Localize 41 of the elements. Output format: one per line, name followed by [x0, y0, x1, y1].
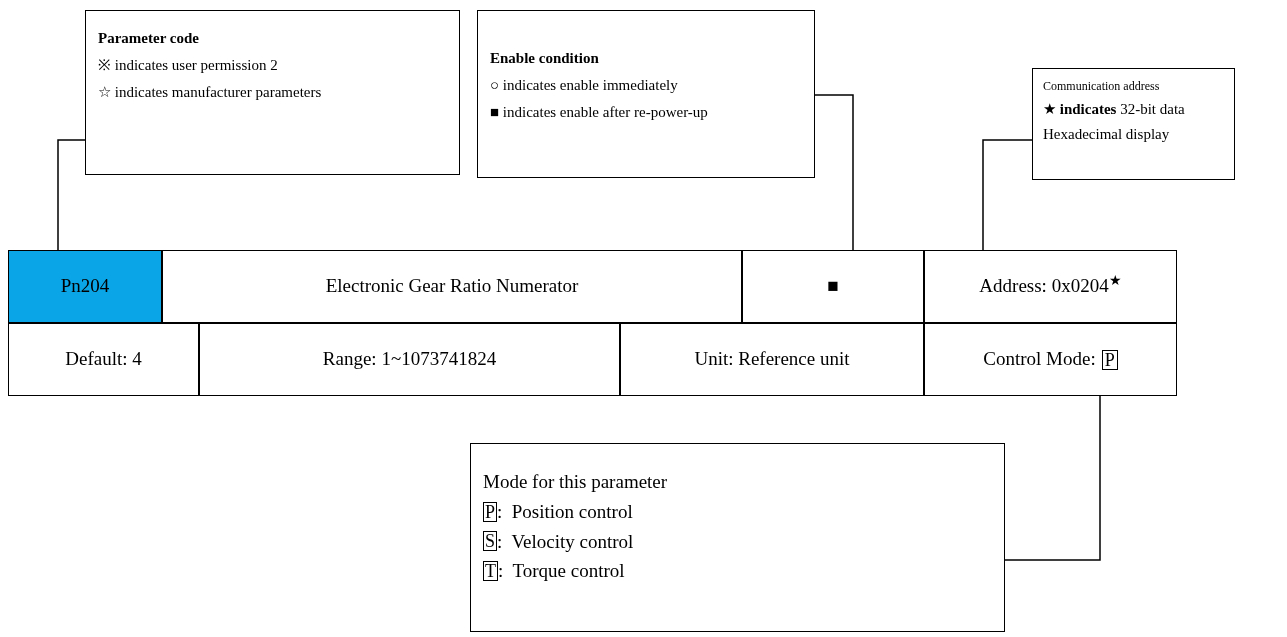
table-cell	[162, 250, 742, 323]
boxed-letter: T	[483, 561, 498, 582]
table-cell	[8, 250, 162, 323]
leader-line	[57, 139, 86, 251]
list-text: : Velocity control	[497, 529, 634, 554]
cell-text: Control Mode:	[983, 347, 1096, 372]
cell-text: Default: 4	[65, 347, 142, 372]
legend-box	[1032, 68, 1235, 180]
cell-text: Pn204	[60, 274, 110, 299]
cell-text: Unit: Reference unit	[694, 347, 850, 372]
heading-text: Enable condition	[490, 49, 600, 68]
table-cell	[924, 323, 1177, 396]
table-cell	[620, 323, 924, 396]
legend-text: ☆ indicates manufacturer parameters	[98, 82, 323, 102]
legend-text: Hexadecimal display	[1043, 124, 1171, 144]
heading-text: Parameter code	[98, 29, 200, 48]
leader-line	[814, 94, 854, 251]
table-cell	[742, 250, 924, 323]
list-text: : Position control	[497, 499, 633, 524]
cell-text: Address: 0x0204$^{★}$	[979, 272, 1122, 299]
list-text: : Torque control	[498, 559, 625, 583]
legend-text: ○ indicates enable immediately	[490, 75, 679, 95]
leader-line	[982, 139, 1033, 251]
legend-box	[85, 10, 460, 175]
cell-text: ■	[827, 274, 839, 299]
legend-text: ★ indicates 32-bit data	[1043, 100, 1186, 119]
legend-text: ■ indicates enable after re-power-up	[490, 102, 709, 122]
table-cell	[199, 323, 620, 396]
boxed-letter: P	[1101, 349, 1118, 370]
boxed-letter: P	[483, 501, 497, 522]
legend-box	[470, 443, 1005, 632]
cell-text: Electronic Gear Ratio Numerator	[325, 274, 579, 299]
legend-text: ※ indicates user permission 2	[98, 55, 279, 75]
leader-line	[1004, 395, 1101, 561]
cell-text: Range: 1~1073741824	[322, 347, 497, 372]
table-cell	[8, 323, 199, 396]
heading-text: Communication address	[1043, 79, 1161, 94]
heading-text: Mode for this parameter	[483, 470, 669, 494]
table-cell	[924, 250, 1177, 323]
boxed-letter: S	[483, 531, 497, 552]
legend-box	[477, 10, 815, 178]
